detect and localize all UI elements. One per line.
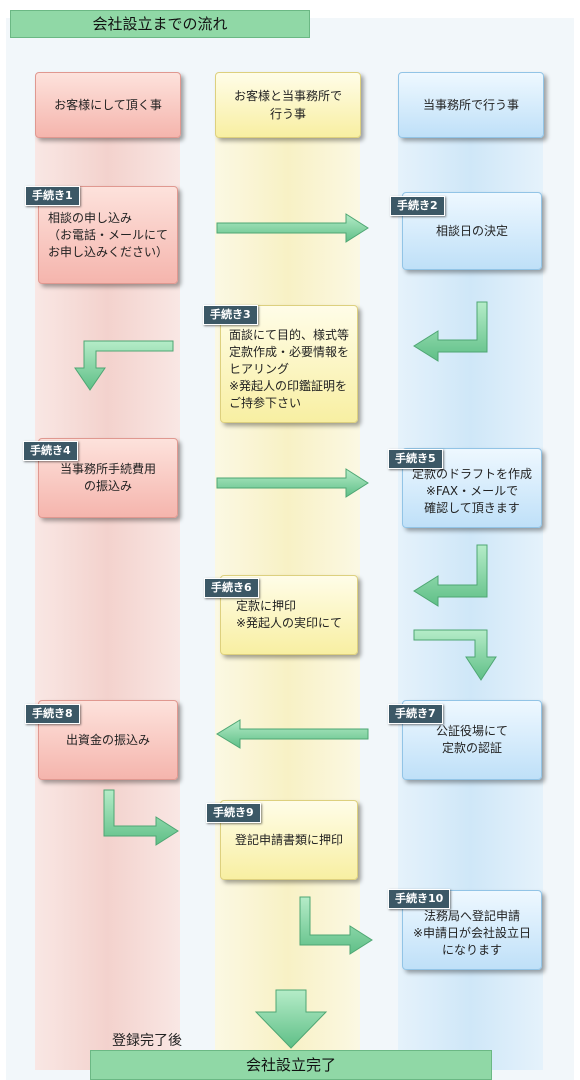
after-registration-label: 登録完了後 — [112, 1033, 182, 1049]
arrow-right-step4-to-step5 — [216, 468, 369, 498]
step-5-text: 定款のドラフトを作成 ※FAX・メールで 確認して頂きます — [411, 466, 532, 515]
arrow-elbow-step6-to-step7 — [413, 629, 497, 681]
step-6-text: 定款に押印 ※発起人の実印にて — [235, 599, 343, 630]
step-9-text: 登記申請書類に押印 — [234, 832, 343, 847]
page-title: 会社設立までの流れ — [10, 10, 310, 38]
step-10-text: 法務局へ登記申請 ※申請日が会社設立日 になります — [412, 908, 532, 957]
arrow-right-step1-to-step2 — [216, 213, 369, 243]
arrow-down-to-completion — [254, 989, 328, 1049]
step-8-tag: 手続き8 — [25, 704, 80, 724]
header-shared: お客様と当事務所で 行う事 — [215, 72, 361, 138]
step-5-tag: 手続き5 — [388, 449, 443, 469]
step-7-text: 公証役場にて 定款の認証 — [435, 724, 508, 755]
arrow-elbow-step5-to-step6 — [413, 544, 488, 607]
arrow-elbow-step9-to-step10 — [299, 896, 373, 955]
step-2-tag: 手続き2 — [390, 196, 445, 216]
header-customer: お客様にして頂く事 — [35, 72, 181, 138]
arrow-elbow-step2-to-step3 — [413, 301, 488, 362]
completion-bar: 会社設立完了 — [90, 1050, 492, 1080]
arrow-elbow-step3-to-step4 — [74, 340, 174, 391]
step-4-tag: 手続き4 — [23, 441, 78, 461]
step-10-box: 法務局へ登記申請 ※申請日が会社設立日 になります — [402, 890, 542, 970]
arrow-left-step7-to-step8 — [216, 719, 369, 749]
header-customer-label: お客様にして頂く事 — [54, 98, 162, 112]
header-shared-label: お客様と当事務所で 行う事 — [233, 89, 342, 121]
step-4-text: 当事務所手続費用 の振込み — [59, 462, 156, 493]
step-2-text: 相談日の決定 — [435, 223, 508, 238]
step-9-tag: 手続き9 — [206, 803, 261, 823]
step-5-box: 定款のドラフトを作成 ※FAX・メールで 確認して頂きます — [402, 448, 542, 528]
step-1-text: 相談の申し込み （お電話・メールにて お申し込みください） — [47, 210, 168, 259]
header-office-label: 当事務所で行う事 — [422, 98, 519, 112]
header-office: 当事務所で行う事 — [398, 72, 544, 138]
step-8-text: 出資金の振込み — [65, 732, 150, 747]
step-1-tag: 手続き1 — [25, 186, 80, 206]
step-6-tag: 手続き6 — [204, 578, 259, 598]
step-8-box: 出資金の振込み — [38, 700, 178, 780]
arrow-elbow-step8-to-step9 — [103, 789, 179, 846]
step-3-tag: 手続き3 — [203, 305, 258, 325]
step-7-tag: 手続き7 — [388, 704, 443, 724]
step-10-tag: 手続き10 — [388, 889, 451, 909]
step-3-text: 面談にて目的、様式等 定款作成・必要情報を ヒアリング ※発起人の印鑑証明を ご… — [228, 327, 349, 410]
